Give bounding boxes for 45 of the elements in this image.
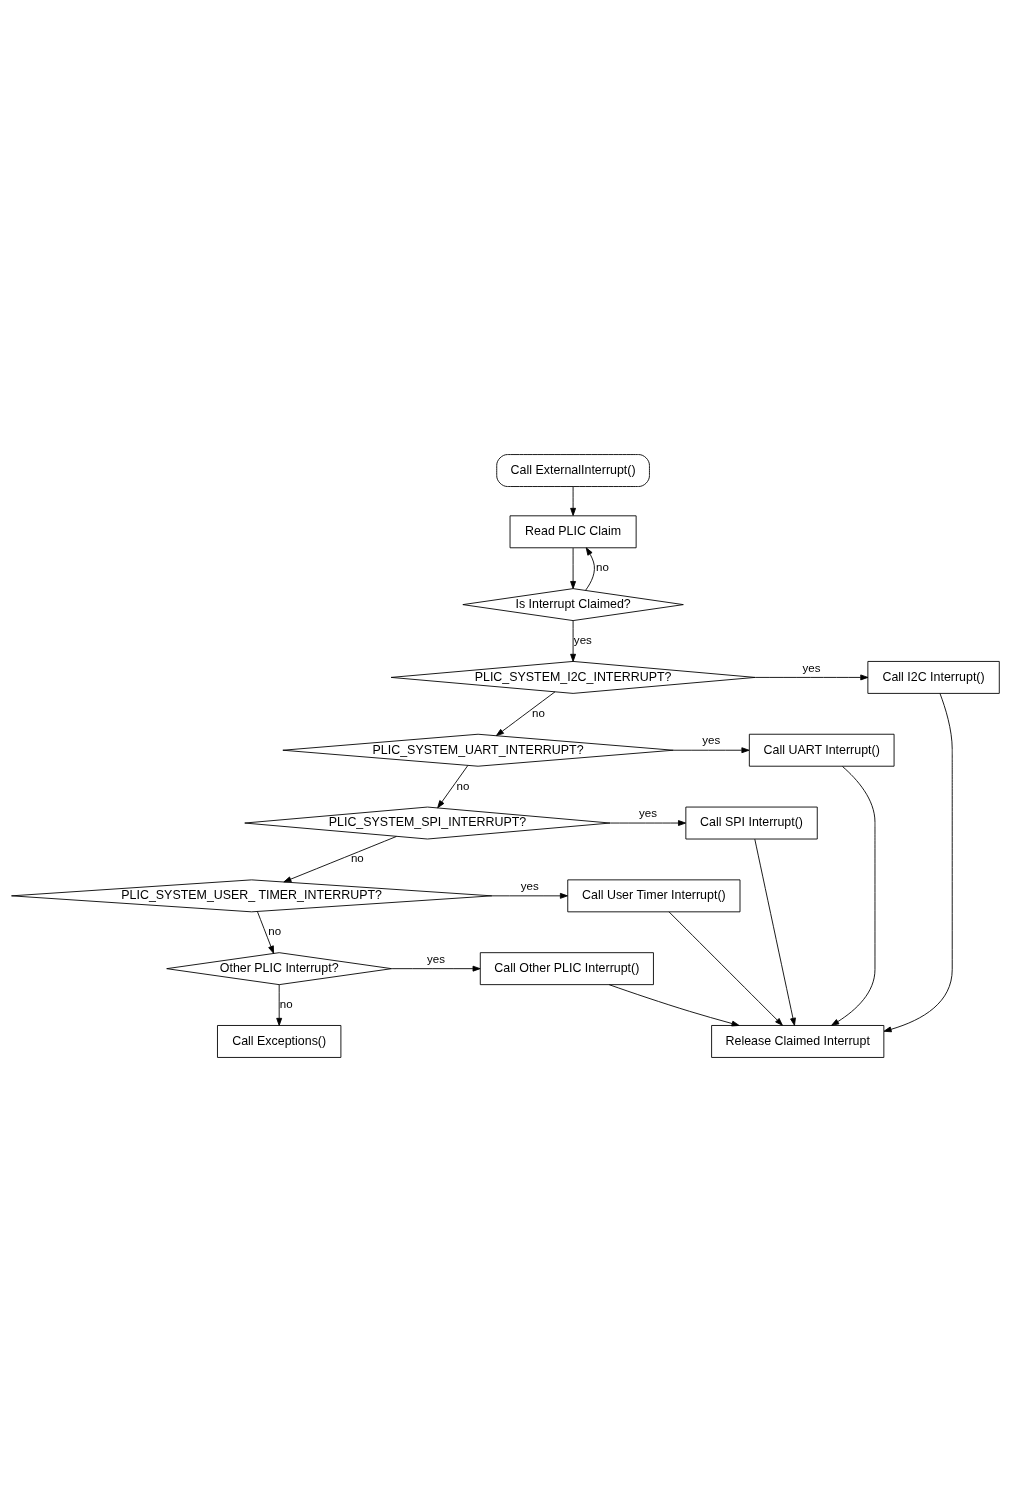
arrow: [668, 910, 783, 1026]
arrow: [831, 765, 876, 1026]
node-box: Call ExternalInterrupt(): [496, 453, 650, 487]
node-diamond: Other PLIC Interrupt?: [166, 951, 393, 985]
edge-label: yes: [702, 733, 721, 746]
node-diamond: Is Interrupt Claimed?: [462, 587, 684, 621]
node-diamond: PLIC_SYSTEM_SPI_INTERRUPT?: [244, 806, 611, 839]
node-box: Call User Timer Interrupt(): [567, 878, 741, 912]
arrow: [570, 619, 576, 662]
node-diamond: PLIC_SYSTEM_I2C_INTERRUPT?: [390, 660, 756, 694]
edge-label: no: [279, 997, 293, 1010]
arrow: [754, 838, 796, 1026]
edge-label: yes: [639, 806, 658, 819]
arrow: [491, 892, 568, 899]
node-box: Call Exceptions(): [217, 1024, 342, 1058]
arrow: [883, 692, 953, 1032]
node-diamond: PLIC_SYSTEM_UART_INTERRUPT?: [282, 733, 674, 767]
arrow: [256, 910, 275, 954]
edge-label: no: [350, 851, 364, 864]
arrow: [276, 984, 283, 1026]
arrow: [672, 746, 750, 753]
arrow: [609, 819, 686, 826]
node-box: Call Other PLIC Interrupt(): [479, 951, 654, 985]
node-box: Read PLIC Claim: [509, 514, 637, 548]
arrow: [570, 485, 576, 516]
arrow: [754, 674, 869, 680]
edge-label: yes: [520, 879, 539, 892]
node-box: Call I2C Interrupt(): [867, 660, 1000, 694]
arrow: [585, 546, 595, 591]
arrow: [608, 983, 740, 1026]
edge-label: yes: [573, 633, 592, 646]
arrow: [496, 690, 556, 736]
edge-label: no: [456, 779, 470, 792]
edge-label: no: [532, 706, 545, 719]
arrow: [570, 547, 576, 589]
edge-label: no: [595, 560, 609, 573]
node-box: Release Claimed Interrupt: [711, 1024, 885, 1058]
edge-label: no: [268, 924, 282, 937]
node-box: Call UART Interrupt(): [748, 733, 895, 767]
arrow: [391, 965, 481, 972]
node-box: Call SPI Interrupt(): [685, 806, 818, 839]
edge-label: yes: [427, 952, 446, 965]
edge-label: yes: [802, 661, 821, 674]
arrow: [437, 764, 469, 808]
arrow: [283, 835, 397, 882]
